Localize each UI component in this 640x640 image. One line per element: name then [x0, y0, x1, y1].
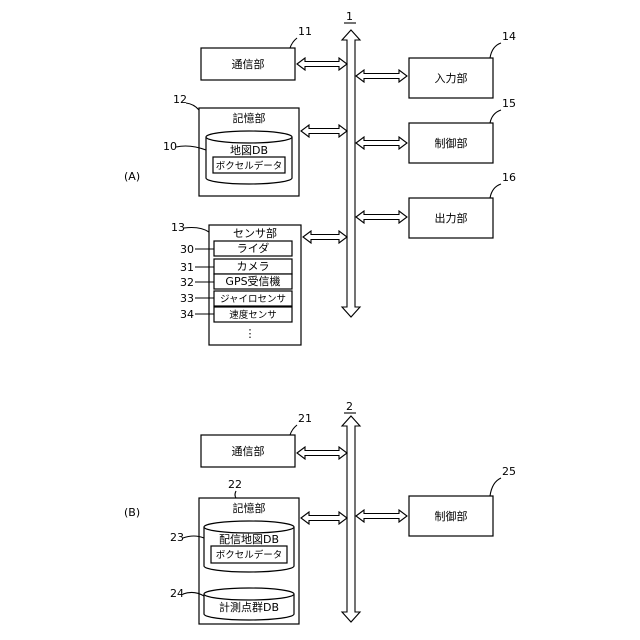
gps-ref: 32 — [180, 276, 194, 289]
figure-b: (B) 2 通信部 21 記憶部 22 配信地図DB ボクセルデータ 23 計測… — [124, 400, 516, 624]
input-unit-leader — [490, 43, 501, 58]
sensor-unit-ref: 13 — [171, 221, 185, 234]
camera-ref: 31 — [180, 261, 194, 274]
control-unit-leader — [490, 110, 501, 123]
communication-unit-ref: 11 — [298, 25, 312, 38]
b-control-unit-leader — [490, 478, 501, 496]
figure-b-label: (B) — [124, 506, 140, 519]
input-unit-ref: 14 — [502, 30, 516, 43]
speed-ref: 34 — [180, 308, 194, 321]
b-communication-unit-label: 通信部 — [232, 444, 265, 458]
control-bus-arrow — [356, 137, 407, 149]
b-voxel-data-label: ボクセルデータ — [216, 549, 283, 561]
control-unit-ref: 15 — [502, 97, 516, 110]
bus-2-ref: 2 — [346, 400, 353, 413]
speed-label: 速度センサ — [229, 309, 277, 321]
b-communication-bus-arrow — [297, 447, 347, 459]
b-control-bus-arrow — [356, 510, 407, 522]
b-control-unit-ref: 25 — [502, 465, 516, 478]
figure-a: (A) 1 通信部 11 記憶部 12 地図DB ボクセルデータ 10 センサ部… — [124, 10, 516, 345]
gps-label: GPS受信機 — [225, 274, 280, 288]
sensor-bus-arrow — [303, 231, 347, 243]
map-db-ref: 10 — [163, 140, 177, 153]
communication-bus-arrow — [297, 58, 347, 70]
figure-a-label: (A) — [124, 170, 140, 183]
output-unit-leader — [490, 184, 501, 198]
gyro-ref: 33 — [180, 292, 194, 305]
storage-unit-ref: 12 — [173, 93, 187, 106]
b-communication-unit-leader — [290, 425, 297, 435]
storage-unit-label: 記憶部 — [233, 111, 266, 125]
b-storage-bus-arrow — [301, 512, 347, 524]
communication-unit-label: 通信部 — [232, 57, 265, 71]
lidar-ref: 30 — [180, 243, 194, 256]
b-storage-unit-label: 記憶部 — [233, 501, 266, 515]
sensor-unit-leader — [184, 228, 209, 233]
voxel-data-label: ボクセルデータ — [216, 160, 283, 172]
bus-1-arrow — [342, 30, 360, 317]
more-sensors-ellipsis: ⋮ — [245, 327, 256, 340]
output-unit-ref: 16 — [502, 171, 516, 184]
storage-unit-leader — [186, 103, 199, 110]
communication-unit-leader — [290, 38, 297, 48]
output-unit-label: 出力部 — [435, 211, 468, 225]
camera-label: カメラ — [237, 260, 270, 273]
dist-map-db-label: 配信地図DB — [219, 533, 279, 546]
dist-map-db-ref: 23 — [170, 531, 184, 544]
point-cloud-db-ref: 24 — [170, 587, 184, 600]
control-unit-label: 制御部 — [435, 136, 468, 150]
input-unit-label: 入力部 — [435, 71, 468, 85]
sensor-unit-label: センサ部 — [233, 226, 277, 240]
b-storage-unit-ref: 22 — [228, 478, 242, 491]
lidar-label: ライダ — [237, 241, 270, 255]
b-storage-unit-leader — [235, 491, 236, 498]
b-communication-unit-ref: 21 — [298, 412, 312, 425]
bus-1-ref: 1 — [346, 10, 353, 23]
storage-bus-arrow — [301, 125, 347, 137]
map-db-label: 地図DB — [230, 144, 268, 157]
point-cloud-db-label: 計測点群DB — [219, 600, 279, 614]
output-bus-arrow — [356, 211, 407, 223]
gyro-label: ジャイロセンサ — [220, 294, 286, 305]
input-bus-arrow — [356, 70, 407, 82]
b-control-unit-label: 制御部 — [435, 509, 468, 523]
